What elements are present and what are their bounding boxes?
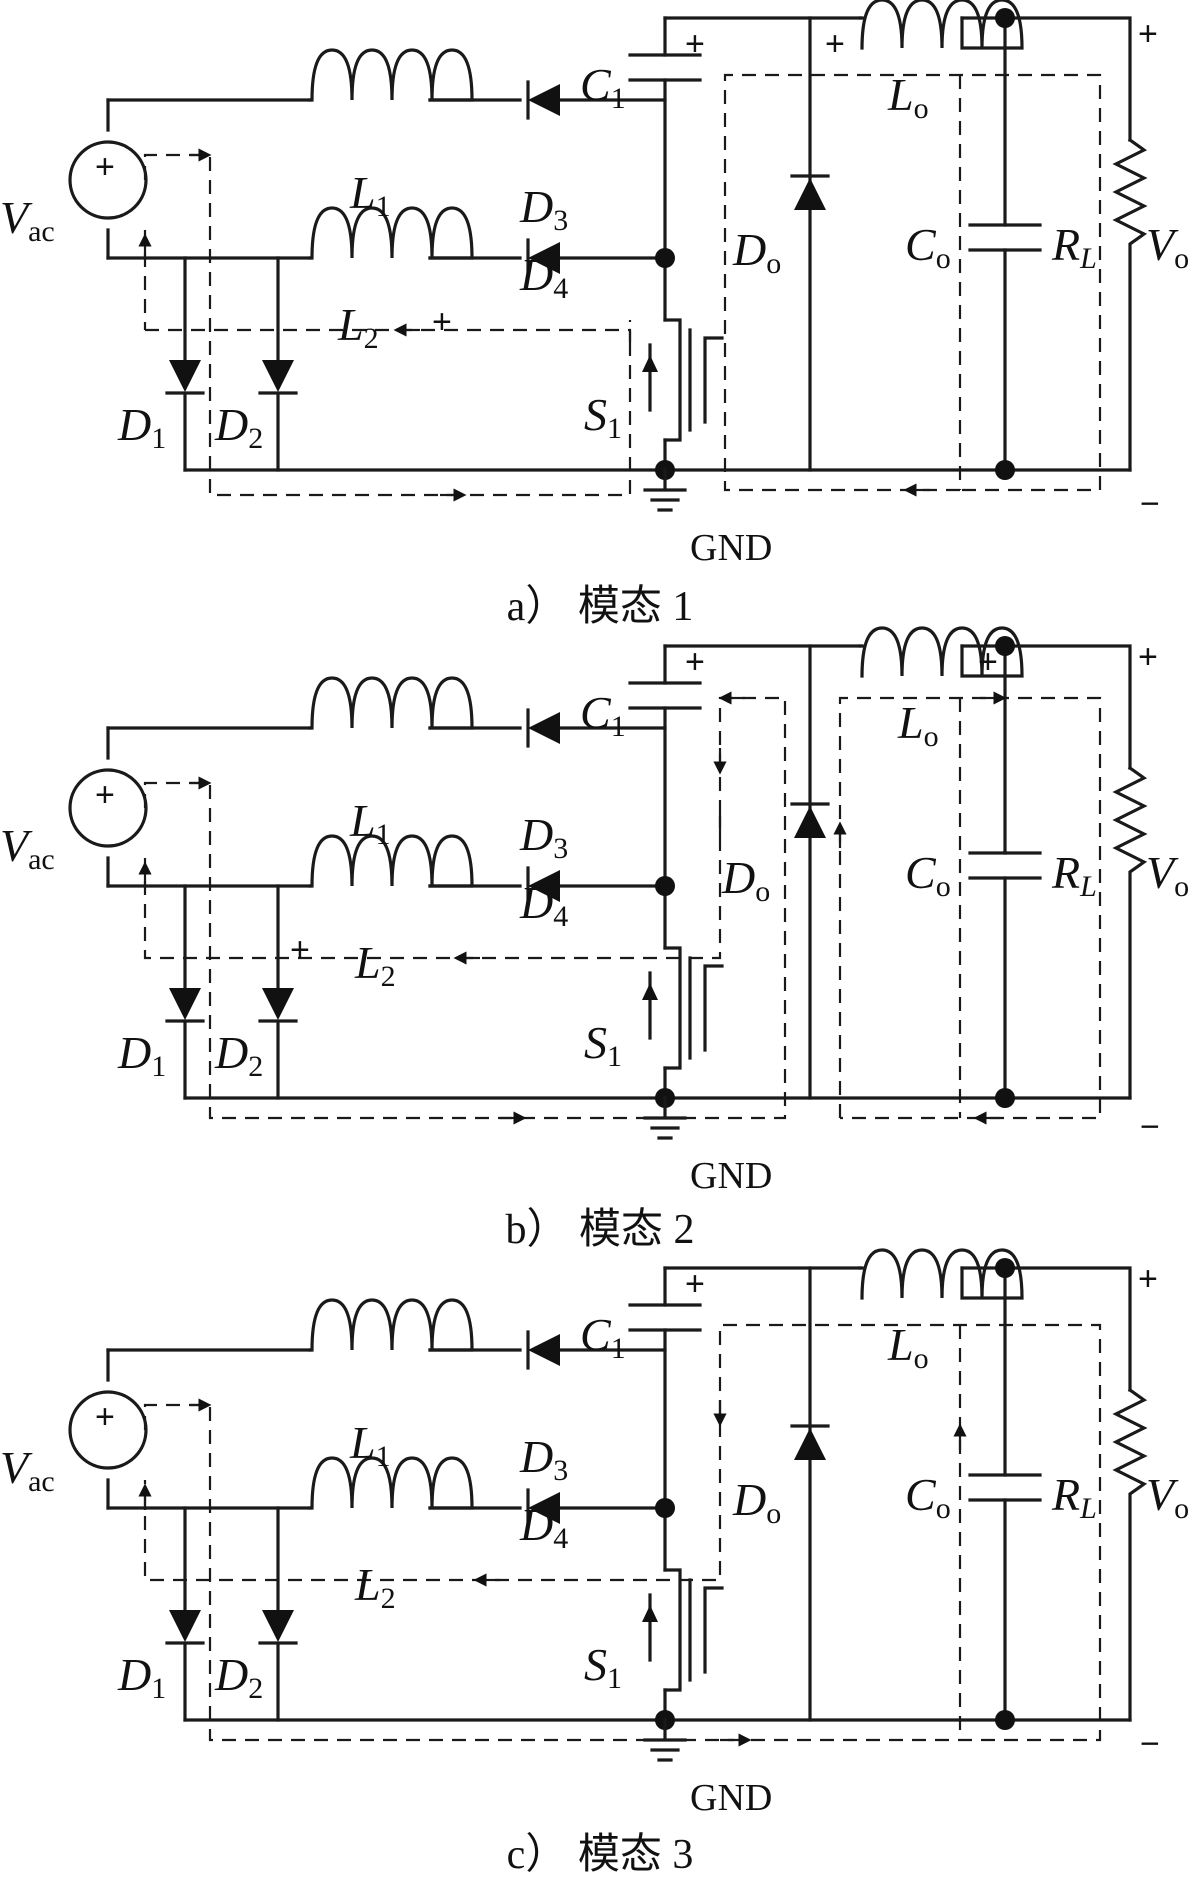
l2-plus: +: [432, 303, 452, 341]
l2-label: L2: [337, 299, 379, 355]
gnd-label: GND: [690, 1155, 772, 1197]
d2-label: D2: [214, 399, 263, 455]
c1-label: C1: [580, 59, 626, 115]
s1-label: S1: [584, 1639, 622, 1695]
d3-label: D3: [519, 181, 568, 237]
source-plus: +: [95, 1398, 115, 1436]
s1-label: S1: [584, 389, 622, 445]
lo-plus: +: [825, 25, 845, 63]
lo-label: Lo: [887, 1319, 929, 1375]
l1-label: L1: [349, 795, 391, 851]
vo-minus: −: [1140, 1725, 1160, 1763]
do-label: Do: [732, 1474, 781, 1530]
source-plus: +: [95, 148, 115, 186]
c1-plus: +: [685, 1265, 705, 1303]
caption-b: b） 模态 2: [505, 1207, 694, 1253]
gnd-label: GND: [690, 527, 772, 569]
vo-minus: −: [1140, 1108, 1160, 1146]
rl-label: RL: [1051, 847, 1097, 903]
gnd-label: GND: [690, 1777, 772, 1819]
panel-b: Vac + L1 L2 D1 D2 D3 D4 C1 Do Lo Co RL V…: [0, 626, 1189, 1253]
source-label: Vac: [0, 192, 55, 248]
l1-label: L1: [349, 1417, 391, 1473]
l2-plus: +: [290, 931, 310, 969]
vo-label: Vo: [1146, 1469, 1189, 1525]
do-label: Do: [721, 852, 770, 908]
d1-label: D1: [117, 399, 166, 455]
caption-c: c） 模态 3: [507, 1832, 694, 1878]
s1-label: S1: [584, 1017, 622, 1073]
l1-label: L1: [349, 167, 391, 223]
vo-label: Vo: [1146, 847, 1189, 903]
co-label: Co: [905, 1469, 951, 1525]
l2-label: L2: [354, 937, 396, 993]
vo-minus: −: [1140, 485, 1160, 523]
lo-label: Lo: [887, 69, 929, 125]
d4-label: D4: [519, 877, 568, 933]
panel-c: Vac + L1 L2 D1 D2 D3 D4 C1 Do Lo Co RL V…: [0, 1248, 1189, 1878]
d3-label: D3: [519, 1431, 568, 1487]
rl-label: RL: [1051, 219, 1097, 275]
vo-plus: +: [1138, 638, 1158, 676]
lo-label: Lo: [897, 697, 939, 753]
svg-text:Vac: Vac: [0, 192, 55, 248]
caption-a: a） 模态 1: [507, 584, 694, 630]
l2-label: L2: [354, 1559, 396, 1615]
co-label: Co: [905, 847, 951, 903]
vo-label: Vo: [1146, 219, 1189, 275]
c1-label: C1: [580, 687, 626, 743]
rl-label: RL: [1051, 1469, 1097, 1525]
vo-plus: +: [1138, 15, 1158, 53]
d2-label: D2: [214, 1027, 263, 1083]
d3-label: D3: [519, 809, 568, 865]
c1-plus: +: [685, 643, 705, 681]
do-label: Do: [732, 224, 781, 280]
source-label: Vac: [0, 820, 55, 876]
vo-plus: +: [1138, 1260, 1158, 1298]
source-plus: +: [95, 776, 115, 814]
source-label: Vac: [0, 1442, 55, 1498]
d1-label: D1: [117, 1027, 166, 1083]
c1-label: C1: [580, 1309, 626, 1365]
d4-label: D4: [519, 1499, 568, 1555]
co-label: Co: [905, 219, 951, 275]
lo-plus: +: [978, 643, 998, 681]
d2-label: D2: [214, 1649, 263, 1705]
d4-label: D4: [519, 249, 568, 305]
c1-plus: +: [685, 25, 705, 63]
panel-a: Vac + L1 L2 D1 D2 D3 D4 C1 Do Lo Co RL V…: [0, 0, 1189, 630]
d1-label: D1: [117, 1649, 166, 1705]
